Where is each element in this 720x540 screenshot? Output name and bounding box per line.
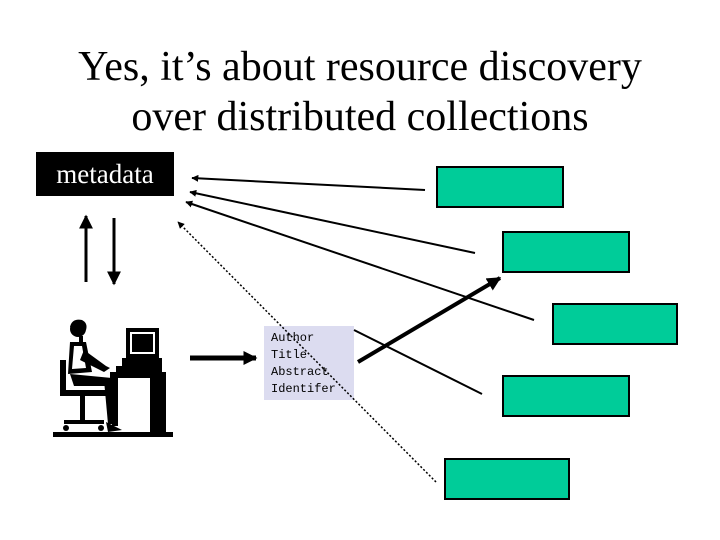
harvest-arrow-1 xyxy=(192,178,425,190)
harvest-arrow-3 xyxy=(186,202,534,320)
arrow-record-to-collection xyxy=(358,278,500,362)
harvest-arrow-4 xyxy=(354,330,482,394)
person-at-computer-icon xyxy=(53,320,173,437)
harvest-arrow-2 xyxy=(190,192,475,253)
